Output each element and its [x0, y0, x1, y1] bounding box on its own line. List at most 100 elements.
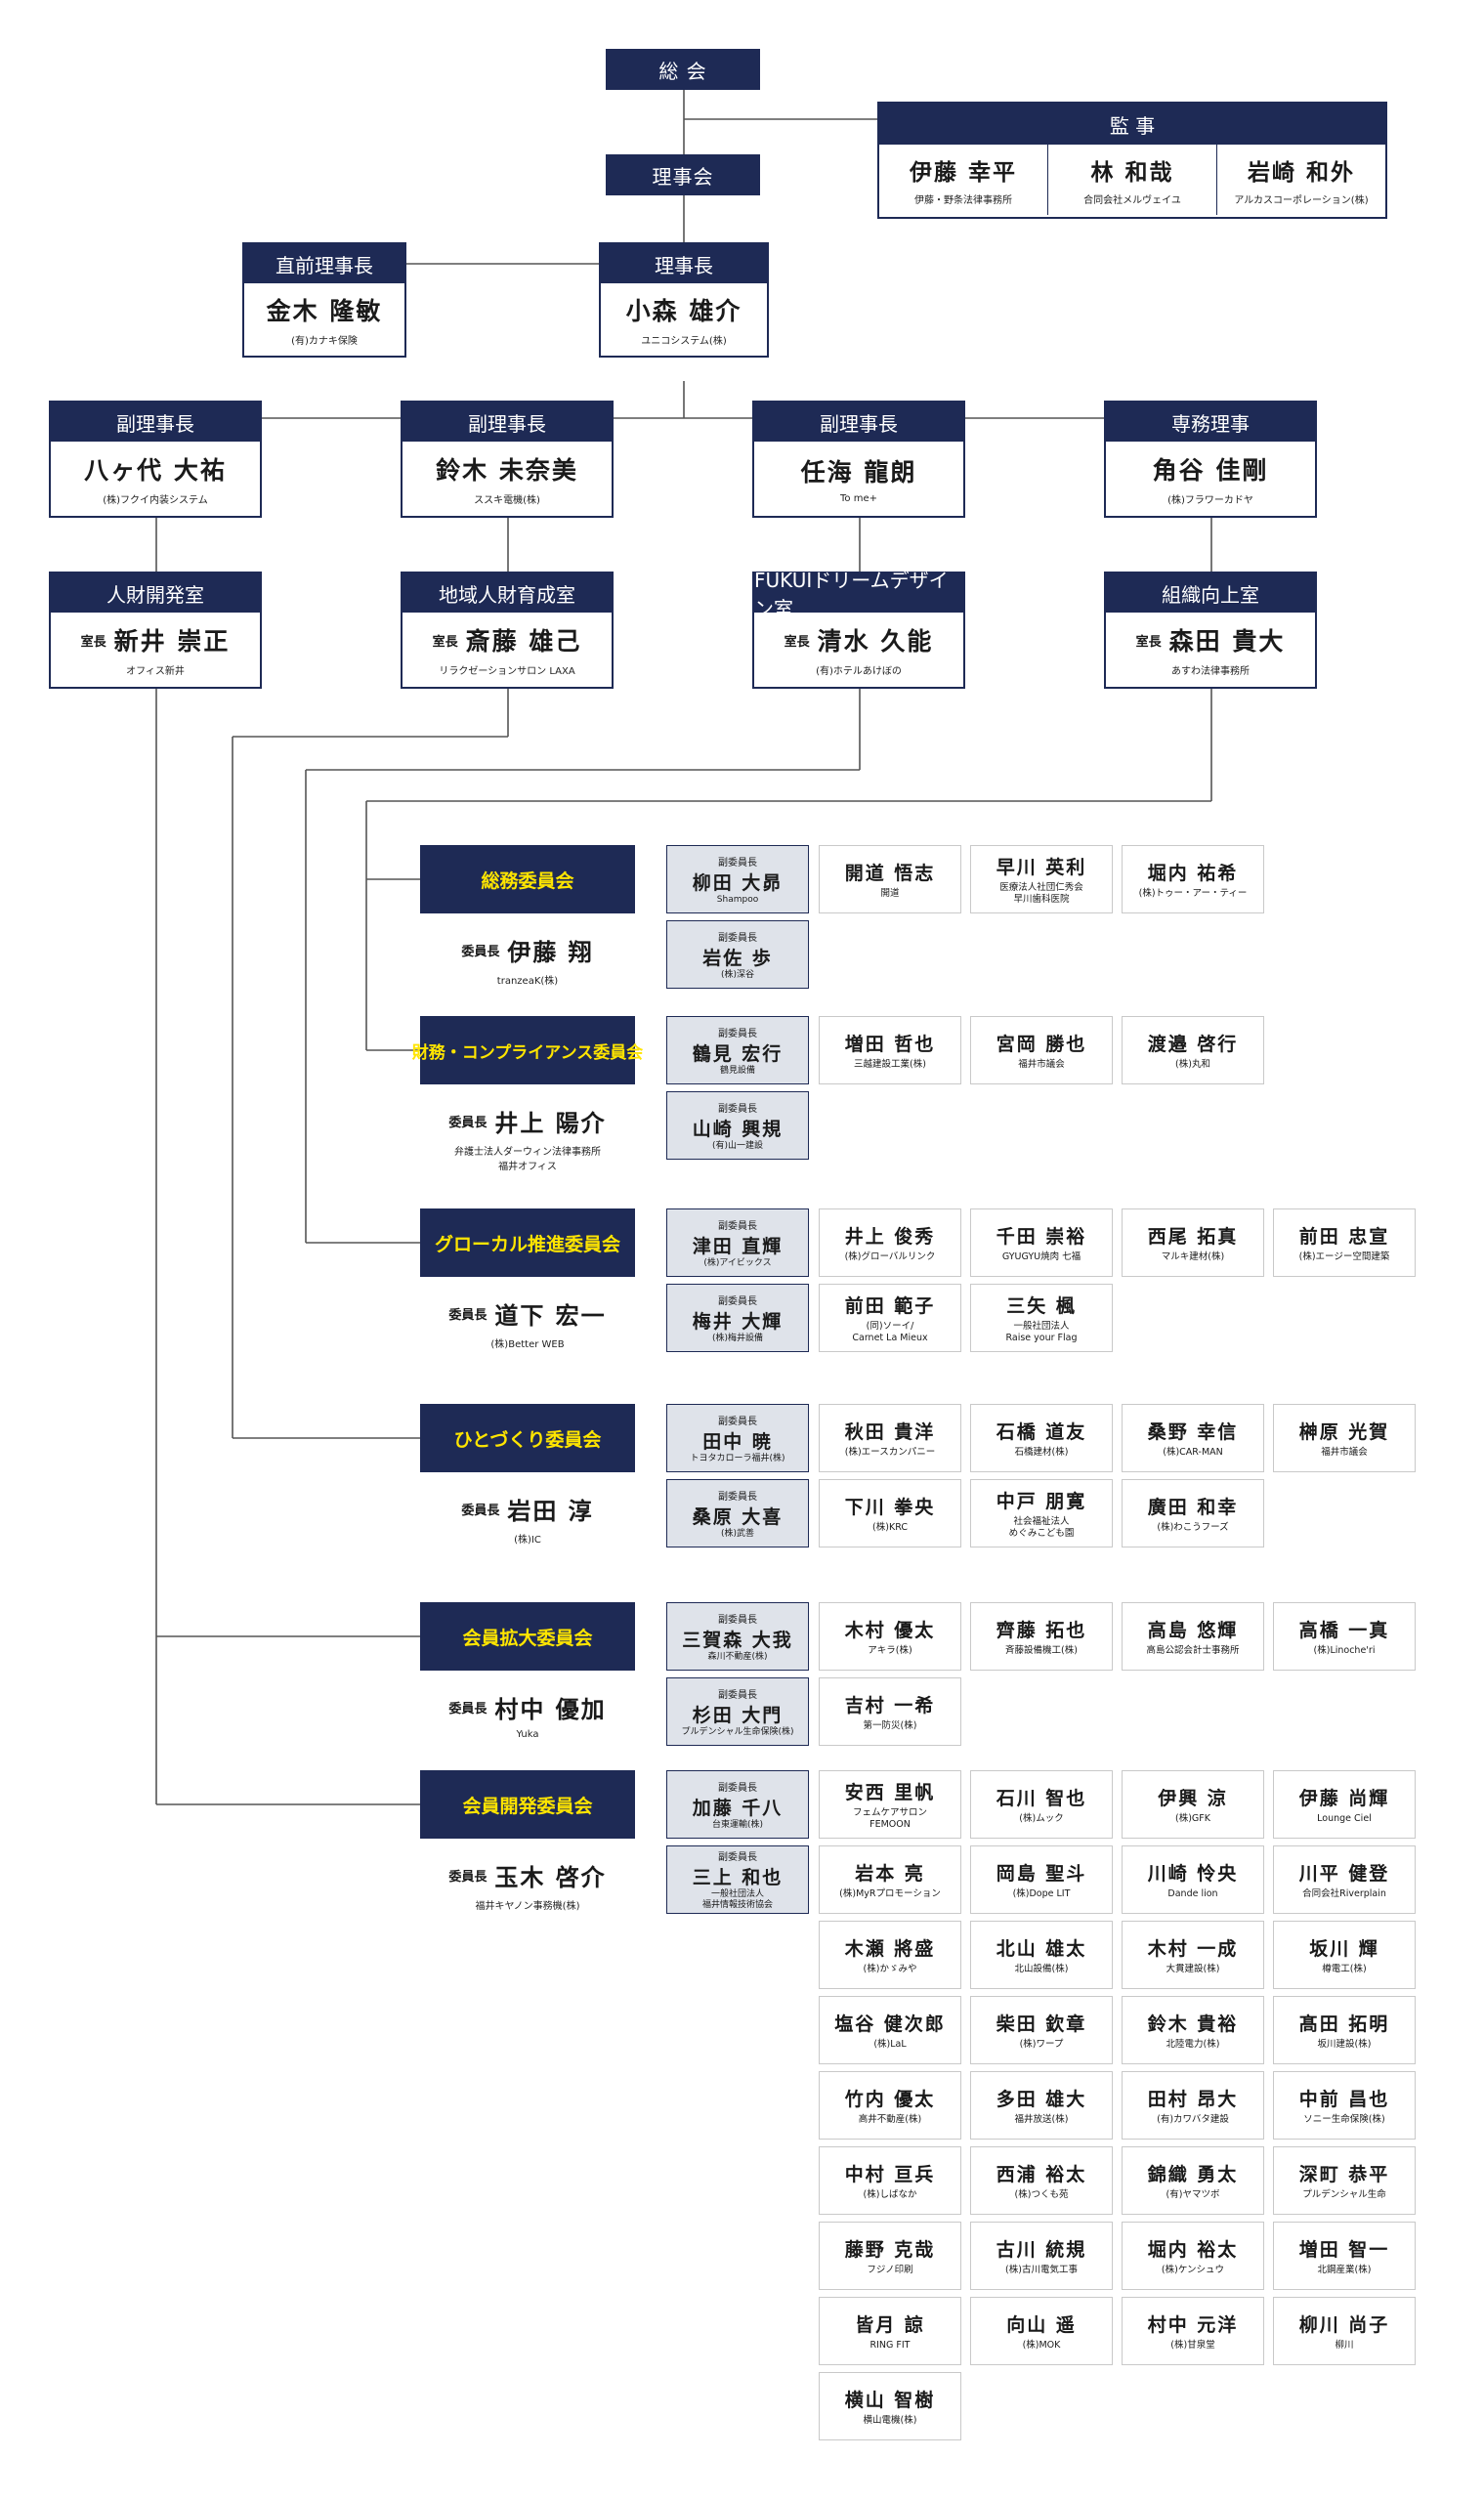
member-company: (同)ソーイ/ Carnet La Mieux: [852, 1321, 928, 1343]
member-name: 岡島 聖斗: [996, 1863, 1087, 1885]
vice-chair-box: 副委員長三上 和也一般社団法人 福井情報技術協会: [666, 1845, 809, 1914]
vice-chair-box: 副委員長田中 暁トヨタカローラ福井(株): [666, 1404, 809, 1472]
executive-title: 副理事長: [51, 403, 260, 442]
executive-company: (株)フラワーカドヤ: [1167, 495, 1253, 506]
member-company: マルキ建材(株): [1161, 1251, 1225, 1262]
committee-header: 会員開発委員会: [420, 1770, 635, 1839]
vice-chair-label: 副委員長: [718, 1103, 757, 1115]
vice-chair-box: 副委員長鶴見 宏行鶴見設備: [666, 1016, 809, 1084]
vice-chair-company: (株)深谷: [720, 969, 755, 980]
member-company: 北陸電力(株): [1166, 2039, 1220, 2050]
office-head-name: 斎藤 雄己: [465, 627, 582, 656]
audit-member: 伊藤 幸平 伊藤・野条法律事務所: [879, 145, 1048, 215]
member-box: 坂川 輝樽電工(株): [1273, 1921, 1416, 1989]
office-head-row: 室長新井 崇正: [81, 622, 231, 657]
vice-chair-company: (株)梅井設備: [711, 1333, 764, 1343]
member-box: 柴田 欽章(株)ワープ: [970, 1996, 1113, 2064]
member-box: 堀内 祐希(株)トゥー・アー・ティー: [1122, 845, 1264, 913]
office-title: 人財開発室: [51, 573, 260, 613]
committee-chief-role: 委員長: [448, 1308, 488, 1323]
member-company: 医療法人社団仁秀会 早川歯科医院: [999, 882, 1083, 905]
office-body: 室長新井 崇正オフィス新井: [51, 613, 260, 687]
member-name: 向山 遥: [1006, 2314, 1077, 2336]
general-meeting-box: 総 会: [606, 49, 760, 90]
board-label: 理事会: [652, 164, 714, 189]
member-name: 渡邉 啓行: [1147, 1034, 1239, 1055]
audit-member-company: アルカスコーポレーション(株): [1234, 195, 1369, 206]
member-name: 榊原 光賀: [1298, 1421, 1390, 1443]
member-box: 石橋 道友石橋建材(株): [970, 1404, 1113, 1472]
office-company: あすわ法律事務所: [1171, 666, 1250, 677]
member-box: 廣田 和幸(株)わこうフーズ: [1122, 1479, 1264, 1547]
audit-member-name: 岩崎 和外: [1247, 160, 1355, 186]
member-box: 中戸 朋寛社会福祉法人 めぐみこども園: [970, 1479, 1113, 1547]
member-company: (株)ケンシュウ: [1161, 2265, 1225, 2275]
vice-chair-company: Shampoo: [716, 894, 759, 905]
member-name: 北山 雄太: [996, 1938, 1087, 1960]
member-company: 一般社団法人 Raise your Flag: [1005, 1321, 1078, 1343]
member-box: 北山 雄太北山設備(株): [970, 1921, 1113, 1989]
member-box: 高橋 一真(株)Linoche'ri: [1273, 1602, 1416, 1671]
member-box: 鈴木 貴裕北陸電力(株): [1122, 1996, 1264, 2064]
past-chair-card: 直前理事長 金木 隆敏 (有)カナキ保険: [242, 242, 406, 358]
member-name: 前田 忠宣: [1298, 1226, 1390, 1248]
vice-chair-label: 副委員長: [718, 1028, 757, 1039]
member-name: 柴田 欽章: [996, 2014, 1087, 2035]
audit-member: 岩崎 和外 アルカスコーポレーション(株): [1217, 145, 1385, 215]
chair-name: 小森 雄介: [625, 297, 742, 325]
member-company: 開道: [880, 888, 900, 899]
office-card: FUKUIドリームデザイン室室長清水 久能(有)ホテルあけぼの: [752, 569, 965, 689]
member-name: 西尾 拓真: [1147, 1226, 1239, 1248]
member-name: 竹内 優太: [844, 2089, 936, 2110]
member-company: (株)古川電気工事: [1005, 2265, 1078, 2275]
vice-chair-name: 杉田 大門: [692, 1704, 784, 1726]
committee-chief: 委員長道下 宏一(株)Better WEB: [420, 1296, 635, 1350]
member-company: 福井市議会: [1321, 1447, 1368, 1458]
member-box: 渡邉 啓行(株)丸和: [1122, 1016, 1264, 1084]
member-box: 向山 遥(株)MOK: [970, 2297, 1113, 2365]
member-box: 髙田 拓明坂川建設(株): [1273, 1996, 1416, 2064]
audit-member-company: 伊藤・野条法律事務所: [914, 195, 1012, 206]
member-box: 錦織 勇太(有)ヤマツボ: [1122, 2146, 1264, 2215]
office-title: FUKUIドリームデザイン室: [754, 569, 963, 620]
vice-chair-label: 副委員長: [718, 1782, 757, 1794]
member-name: 木村 一成: [1147, 1938, 1239, 1960]
member-name: 川崎 怜央: [1147, 1863, 1239, 1885]
member-company: (株)Linoche'ri: [1313, 1645, 1376, 1656]
committee-header: グローカル推進委員会: [420, 1208, 635, 1277]
vice-chair-name: 三賀森 大我: [682, 1629, 793, 1651]
member-company: 横山電機(株): [863, 2415, 917, 2426]
member-company: (株)KRC: [872, 1522, 908, 1533]
office-body: 室長森田 貴大あすわ法律事務所: [1106, 613, 1315, 687]
member-box: 高島 悠輝高島公認会計士事務所: [1122, 1602, 1264, 1671]
member-name: 西浦 裕太: [996, 2164, 1087, 2185]
vice-chair-box: 副委員長山崎 興規(有)山一建設: [666, 1091, 809, 1160]
member-box: 早川 英利医療法人社団仁秀会 早川歯科医院: [970, 845, 1113, 913]
audit-member-company: 合同会社メルヴェイユ: [1083, 195, 1181, 206]
office-head-row: 室長森田 貴大: [1136, 622, 1286, 657]
office-head-row: 室長清水 久能: [784, 622, 934, 657]
past-chair-name: 金木 隆敏: [266, 297, 383, 325]
member-company: フェムケアサロン FEMOON: [852, 1807, 927, 1830]
member-company: (株)MyRプロモーション: [839, 1888, 941, 1899]
member-company: GYUGYU焼肉 七福: [1001, 1251, 1081, 1262]
committee-chief-name: 岩田 淳: [507, 1498, 594, 1525]
member-company: プルデンシャル生命: [1302, 2189, 1386, 2200]
member-name: 石橋 道友: [996, 1421, 1087, 1443]
member-company: ソニー生命保険(株): [1303, 2114, 1385, 2125]
committee-chief-company: tranzeaK(株): [496, 976, 559, 987]
member-name: 川平 健登: [1298, 1863, 1390, 1885]
vice-chair-box: 副委員長杉田 大門プルデンシャル生命保険(株): [666, 1677, 809, 1746]
office-head-row: 室長斎藤 雄己: [433, 622, 582, 657]
member-company: (株)わこうフーズ: [1157, 1522, 1229, 1533]
member-name: 皆月 諒: [855, 2314, 925, 2336]
member-box: 岡島 聖斗(株)Dope LIT: [970, 1845, 1113, 1914]
vice-chair-label: 副委員長: [718, 1491, 757, 1503]
member-box: 古川 統規(株)古川電気工事: [970, 2222, 1113, 2290]
member-box: 中前 昌也ソニー生命保険(株): [1273, 2071, 1416, 2140]
member-name: 三矢 楓: [1006, 1295, 1077, 1317]
